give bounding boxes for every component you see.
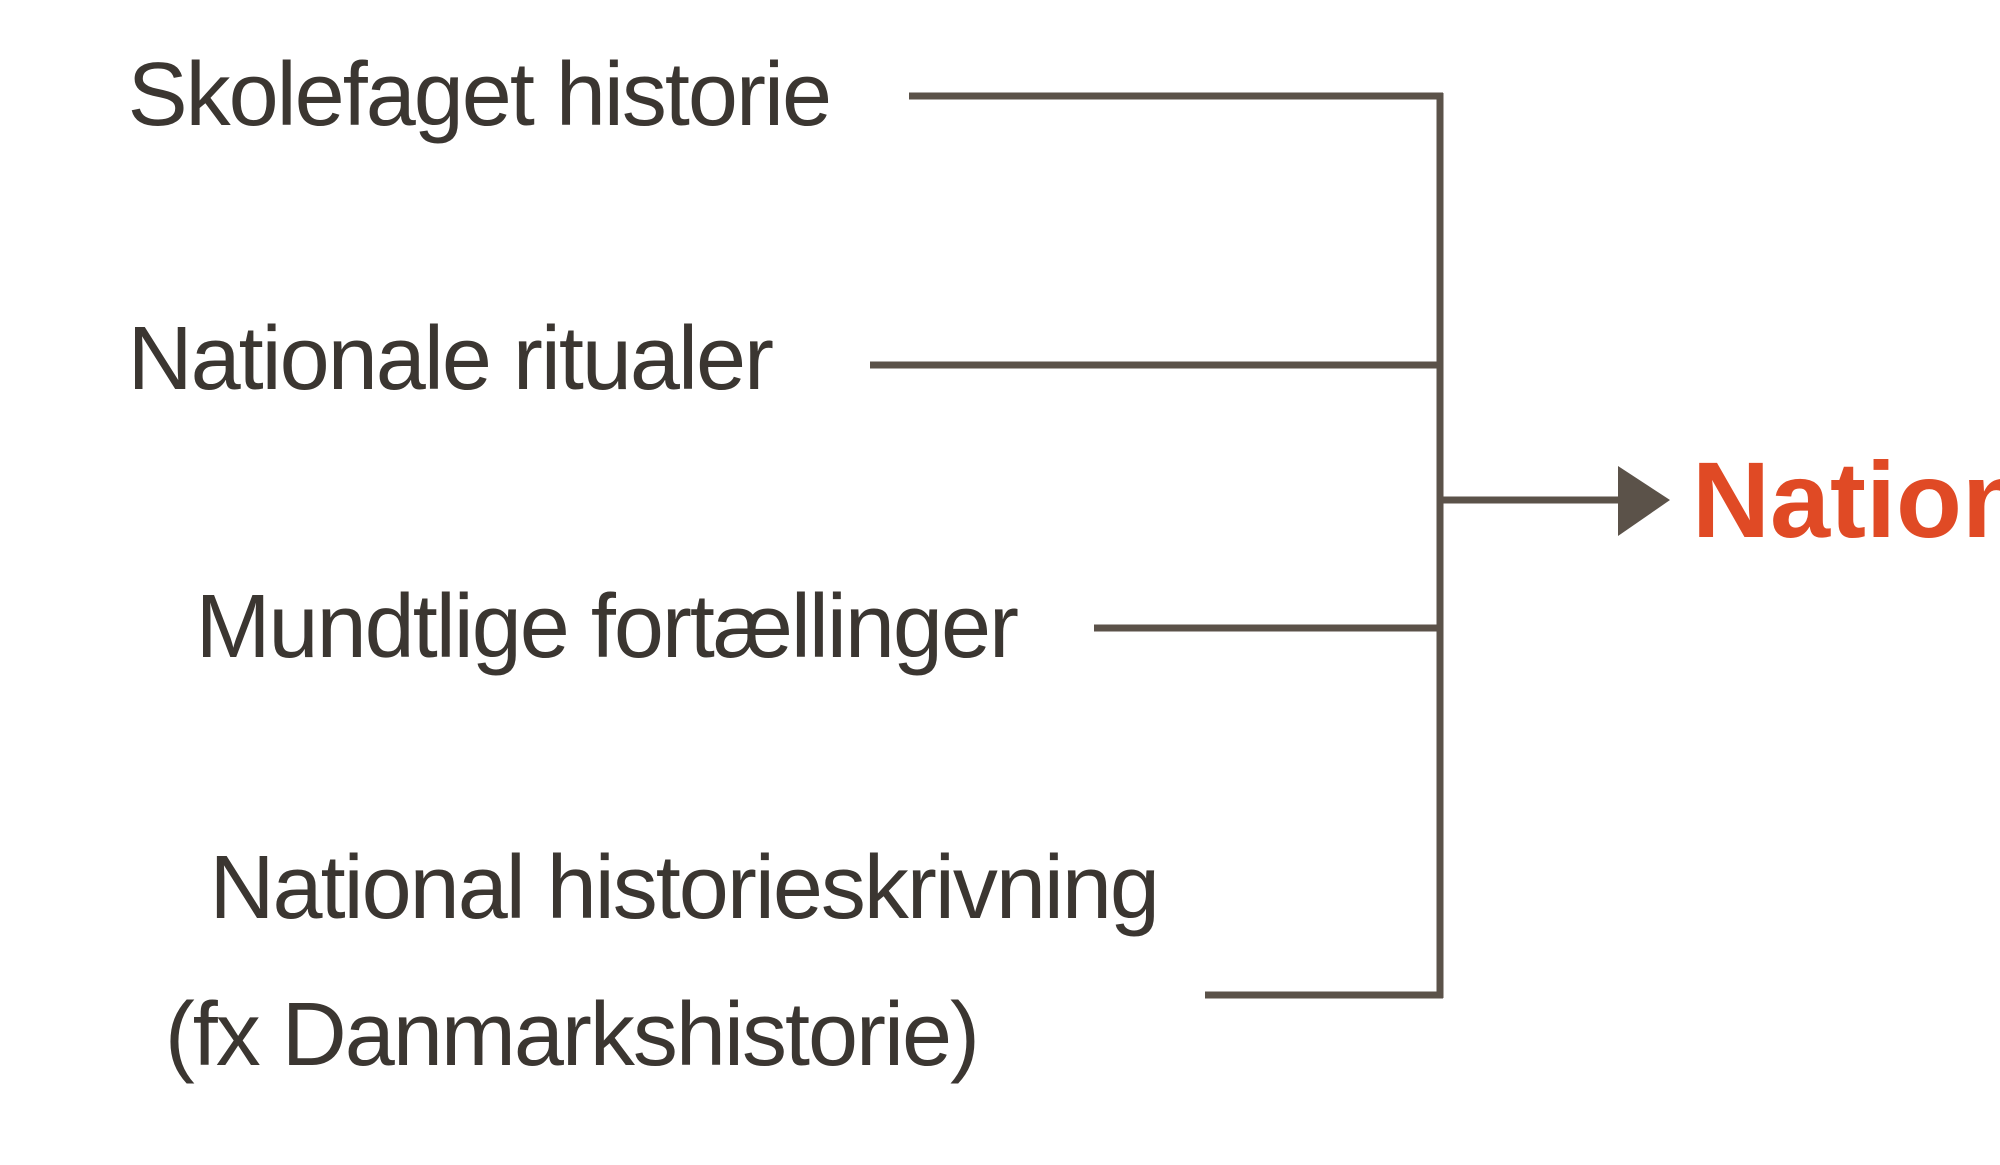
source-label-oral-stories: Mundtlige fortællinger [196, 577, 1018, 677]
source-label-national-historiography: National historieskrivning [210, 838, 1158, 938]
arrow-head-icon [1618, 466, 1670, 536]
source-label-national-rituals: Nationale ritualer [128, 309, 773, 409]
source-label-school-history: Skolefaget historie [128, 45, 830, 145]
source-label-historiography-example: (fx Danmarkshistorie) [165, 985, 978, 1085]
